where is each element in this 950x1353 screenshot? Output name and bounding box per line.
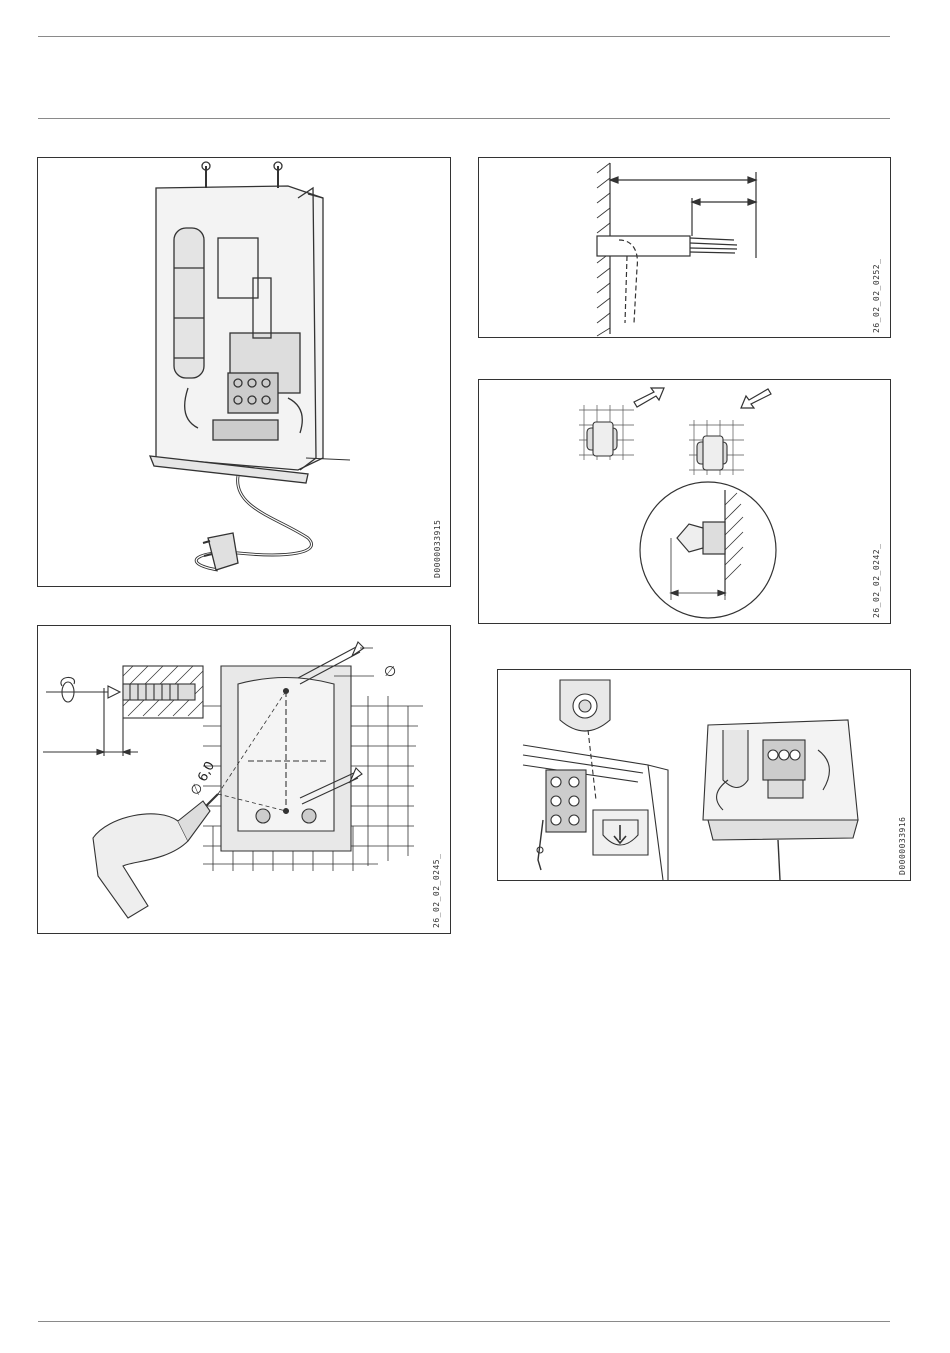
diameter-symbol: ∅ <box>384 664 396 680</box>
appliance-interior-illustration <box>38 158 451 587</box>
terminal-connection-illustration <box>498 670 911 881</box>
figure-code: 26_02_02_0252_ <box>872 259 881 333</box>
figure-code: 26_02_02_0242_ <box>872 544 881 618</box>
figure-appliance-interior: D0000033915 <box>37 157 451 587</box>
figure-drilling-template: ∅ ∅ 6,0 26_02_02_0245_ <box>37 625 451 934</box>
cable-stripping-illustration <box>479 158 891 338</box>
figure-code: D0000033915 <box>433 520 442 578</box>
figure-code: D0000033916 <box>898 817 907 875</box>
figure-code: 26_02_02_0245_ <box>432 854 441 928</box>
header-rule-top <box>38 36 890 37</box>
fitting-orientation-illustration <box>479 380 891 624</box>
figure-cable-stripping: 26_02_02_0252_ <box>478 157 891 338</box>
footer-rule <box>38 1321 890 1322</box>
header-rule-bottom <box>38 118 890 119</box>
figure-terminal-connection: D0000033916 <box>497 669 911 881</box>
figure-fitting-orientation: 26_02_02_0242_ <box>478 379 891 624</box>
